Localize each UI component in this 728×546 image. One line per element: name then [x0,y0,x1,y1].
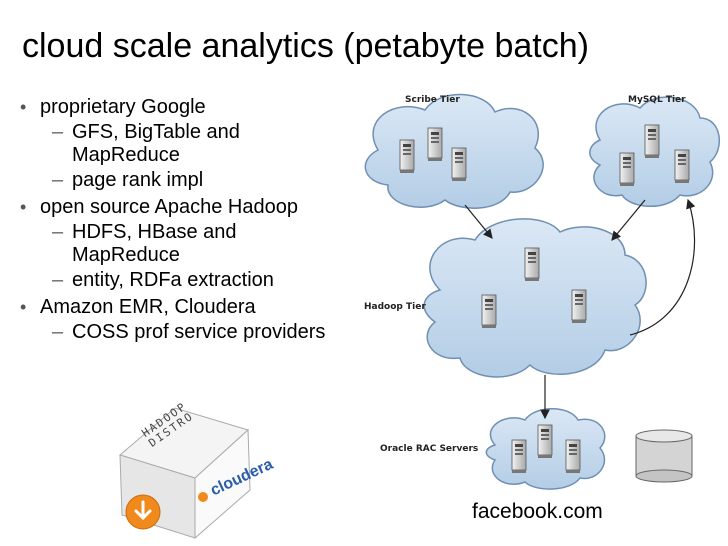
server-icon [674,149,690,184]
mysql-cloud [589,96,720,208]
arrow-hadoop-to-mysql [629,198,696,336]
arrow-mysql-to-hadoop [611,199,646,241]
mysql-tier-label: MySQL Tier [628,95,686,105]
server-icon [399,139,415,174]
sub-bullet-entity: entity, RDFa extraction [20,269,380,292]
bullet-amazon: Amazon EMR, Cloudera [20,296,380,319]
hadoop-cloud [423,218,647,378]
server-icon [537,424,553,459]
sub-bullet-hdfs-text: HDFS, HBase and MapReduce [72,221,237,266]
server-icon [619,152,635,187]
bullet-google: proprietary Google [20,96,380,119]
slide-title: cloud scale analytics (petabyte batch) [22,27,589,65]
server-icon [644,124,660,159]
source-label: facebook.com [472,500,603,523]
bullet-hadoop: open source Apache Hadoop [20,196,380,219]
server-icon [511,439,527,474]
server-icon [571,289,587,324]
server-icon [427,127,443,162]
sub-bullet-gfs-text: GFS, BigTable and MapReduce [72,121,240,166]
sub-bullet-pagerank: page rank impl [20,169,380,192]
scribe-cloud [364,93,544,209]
server-icon [565,439,581,474]
server-icon [481,294,497,329]
server-icon [524,247,540,282]
oracle-tier-label: Oracle RAC Servers [380,444,479,454]
arrow-scribe-to-hadoop [464,204,493,239]
oracle-cloud [485,408,606,490]
scribe-tier-label: Scribe Tier [405,95,460,105]
bullet-list: proprietary Google GFS, BigTable and Map… [20,92,380,344]
sub-bullet-gfs: GFS, BigTable and MapReduce [20,121,380,167]
hadoop-tier-label: Hadoop Tier [364,302,426,312]
server-icon [451,147,467,182]
sub-bullet-coss: COSS prof service providers [20,321,380,344]
sub-bullet-hdfs: HDFS, HBase and MapReduce [20,221,380,267]
storage-cylinder-icon [635,429,693,483]
hadoop-distro-box [118,407,251,540]
